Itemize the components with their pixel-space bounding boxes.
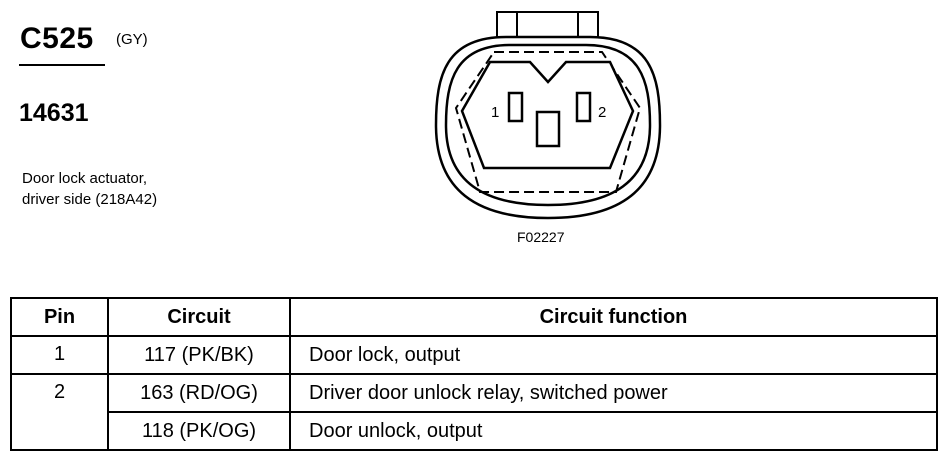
figure-id: F02227 [517,229,565,245]
cell-circuit: 118 (PK/OG) [107,411,291,451]
part-number: 14631 [19,99,89,127]
table-row: 2 163 (RD/OG) Driver door unlock relay, … [10,373,938,451]
cell-circuit: 117 (PK/BK) [107,335,291,375]
column-header-circuit: Circuit [107,297,291,337]
cell-pin: 1 [10,335,109,375]
connector-color: (GY) [116,31,148,48]
table-header-row: Pin Circuit Circuit function [10,297,938,337]
description-line-2: driver side (218A42) [22,191,158,208]
table-row: 118 (PK/OG) Door unlock, output [11,411,938,451]
pin-table: Pin Circuit Circuit function 1 117 (PK/B… [10,297,938,451]
pin-2-terminal [575,91,592,123]
connector-id: C525 [20,22,94,55]
connector-id-underline [19,64,105,66]
cell-pin: 2 [10,373,109,451]
cell-circuit-function: Door lock, output [289,335,938,375]
cell-circuit-function: Driver door unlock relay, switched power [289,373,938,413]
cell-circuit-function: Door unlock, output [289,411,938,451]
column-header-pin: Pin [10,297,109,337]
pin-1-label: 1 [491,104,499,121]
cell-circuit: 163 (RD/OG) [107,373,291,413]
connector-inner-shell [444,43,652,207]
pin-1-terminal [507,91,524,123]
center-terminal [535,110,561,148]
pin-2-label: 2 [598,104,606,121]
connector-seal-outline [454,51,642,193]
column-header-circuit-function: Circuit function [289,297,938,337]
description-line-1: Door lock actuator, [22,170,148,187]
table-row: 1 117 (PK/BK) Door lock, output [10,335,938,375]
connector-description: Door lock actuator, driver side (218A42) [22,168,157,210]
